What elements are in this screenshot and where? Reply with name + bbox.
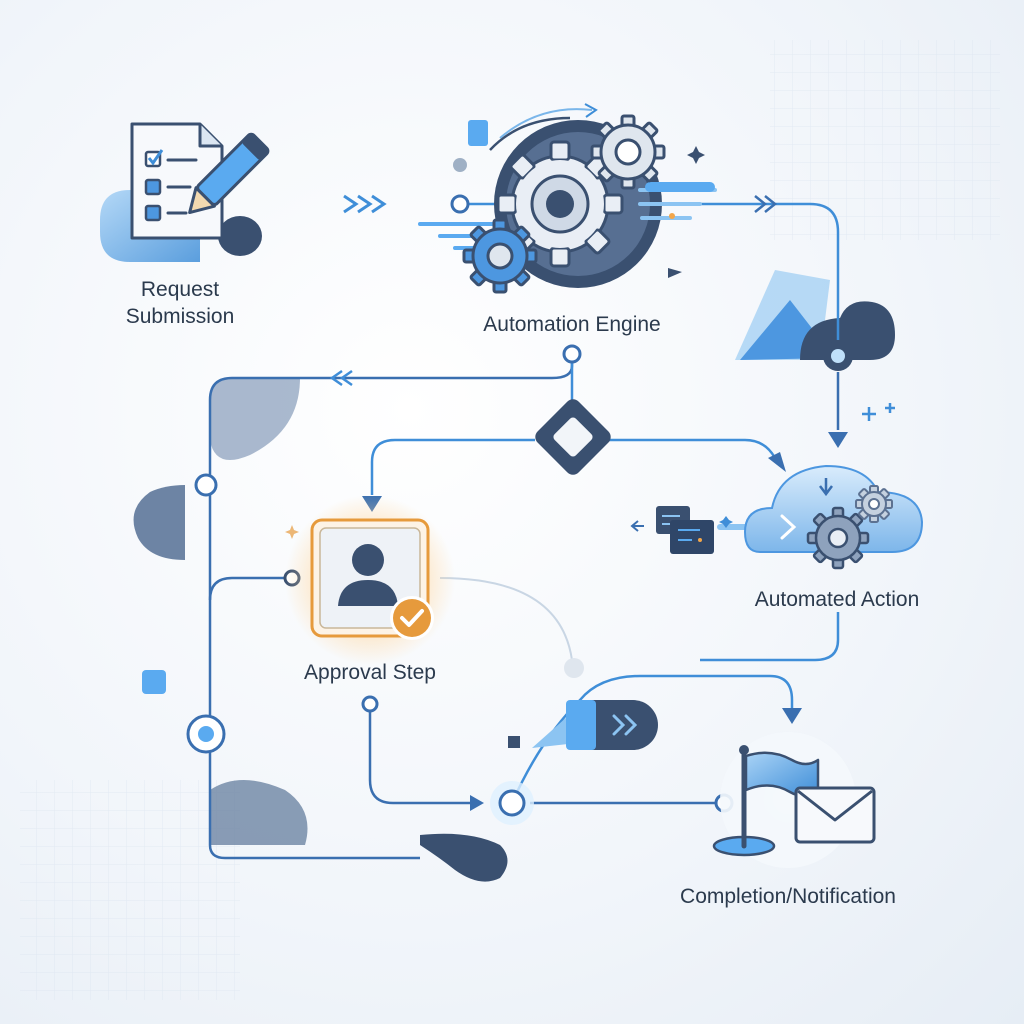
user-approved-icon bbox=[285, 495, 455, 665]
flag-envelope-icon bbox=[712, 730, 876, 870]
step-label-approval-step: Approval Step bbox=[304, 661, 436, 684]
decorative-shape bbox=[210, 780, 308, 845]
connector-node bbox=[831, 349, 845, 363]
gears-icon bbox=[418, 103, 717, 294]
connector-line bbox=[368, 712, 470, 805]
flow-chevrons bbox=[329, 369, 353, 387]
decorative-shape bbox=[210, 378, 300, 460]
background-grid bbox=[770, 40, 1000, 240]
step-label-completion-notification: Completion/Notification bbox=[680, 885, 896, 908]
flow-chevrons bbox=[754, 195, 778, 213]
connector-line bbox=[700, 612, 840, 662]
arrow-head bbox=[828, 432, 848, 448]
step-label-automated-action: Automated Action bbox=[754, 588, 920, 611]
decorative-shape bbox=[420, 833, 508, 882]
fast-forward-icon bbox=[508, 700, 658, 750]
connector-line bbox=[608, 438, 777, 459]
step-label-automation-engine: Automation Engine bbox=[483, 313, 661, 336]
flow-chevrons bbox=[343, 194, 387, 214]
arrow-head bbox=[470, 795, 484, 811]
connector-node-faint bbox=[564, 658, 584, 678]
cloud-gear-icon bbox=[630, 403, 924, 570]
arrow-head bbox=[782, 708, 802, 724]
step-label-request-submission: Request Submission bbox=[100, 276, 260, 330]
arrow-head bbox=[768, 452, 786, 472]
connector-line bbox=[208, 576, 292, 601]
decorative-square bbox=[142, 670, 166, 694]
connector-line bbox=[645, 202, 840, 340]
decorative-shape bbox=[133, 485, 185, 560]
connector-line bbox=[510, 674, 794, 804]
connector-node bbox=[194, 473, 218, 497]
connector-node bbox=[562, 344, 582, 364]
decorative-shape bbox=[800, 301, 895, 360]
label-line: Request bbox=[140, 278, 220, 301]
label-line: Submission bbox=[125, 305, 235, 328]
connector-line bbox=[370, 438, 535, 495]
connector-node bbox=[450, 194, 470, 214]
decision-diamond-icon bbox=[535, 399, 611, 475]
connector-line bbox=[208, 362, 574, 860]
connector-node bbox=[198, 726, 214, 742]
connector-line-faint bbox=[439, 577, 573, 661]
connector-node bbox=[361, 695, 379, 713]
document-checklist-pencil-icon bbox=[100, 122, 270, 262]
connector-node bbox=[498, 789, 526, 817]
background-grid bbox=[20, 780, 240, 1000]
